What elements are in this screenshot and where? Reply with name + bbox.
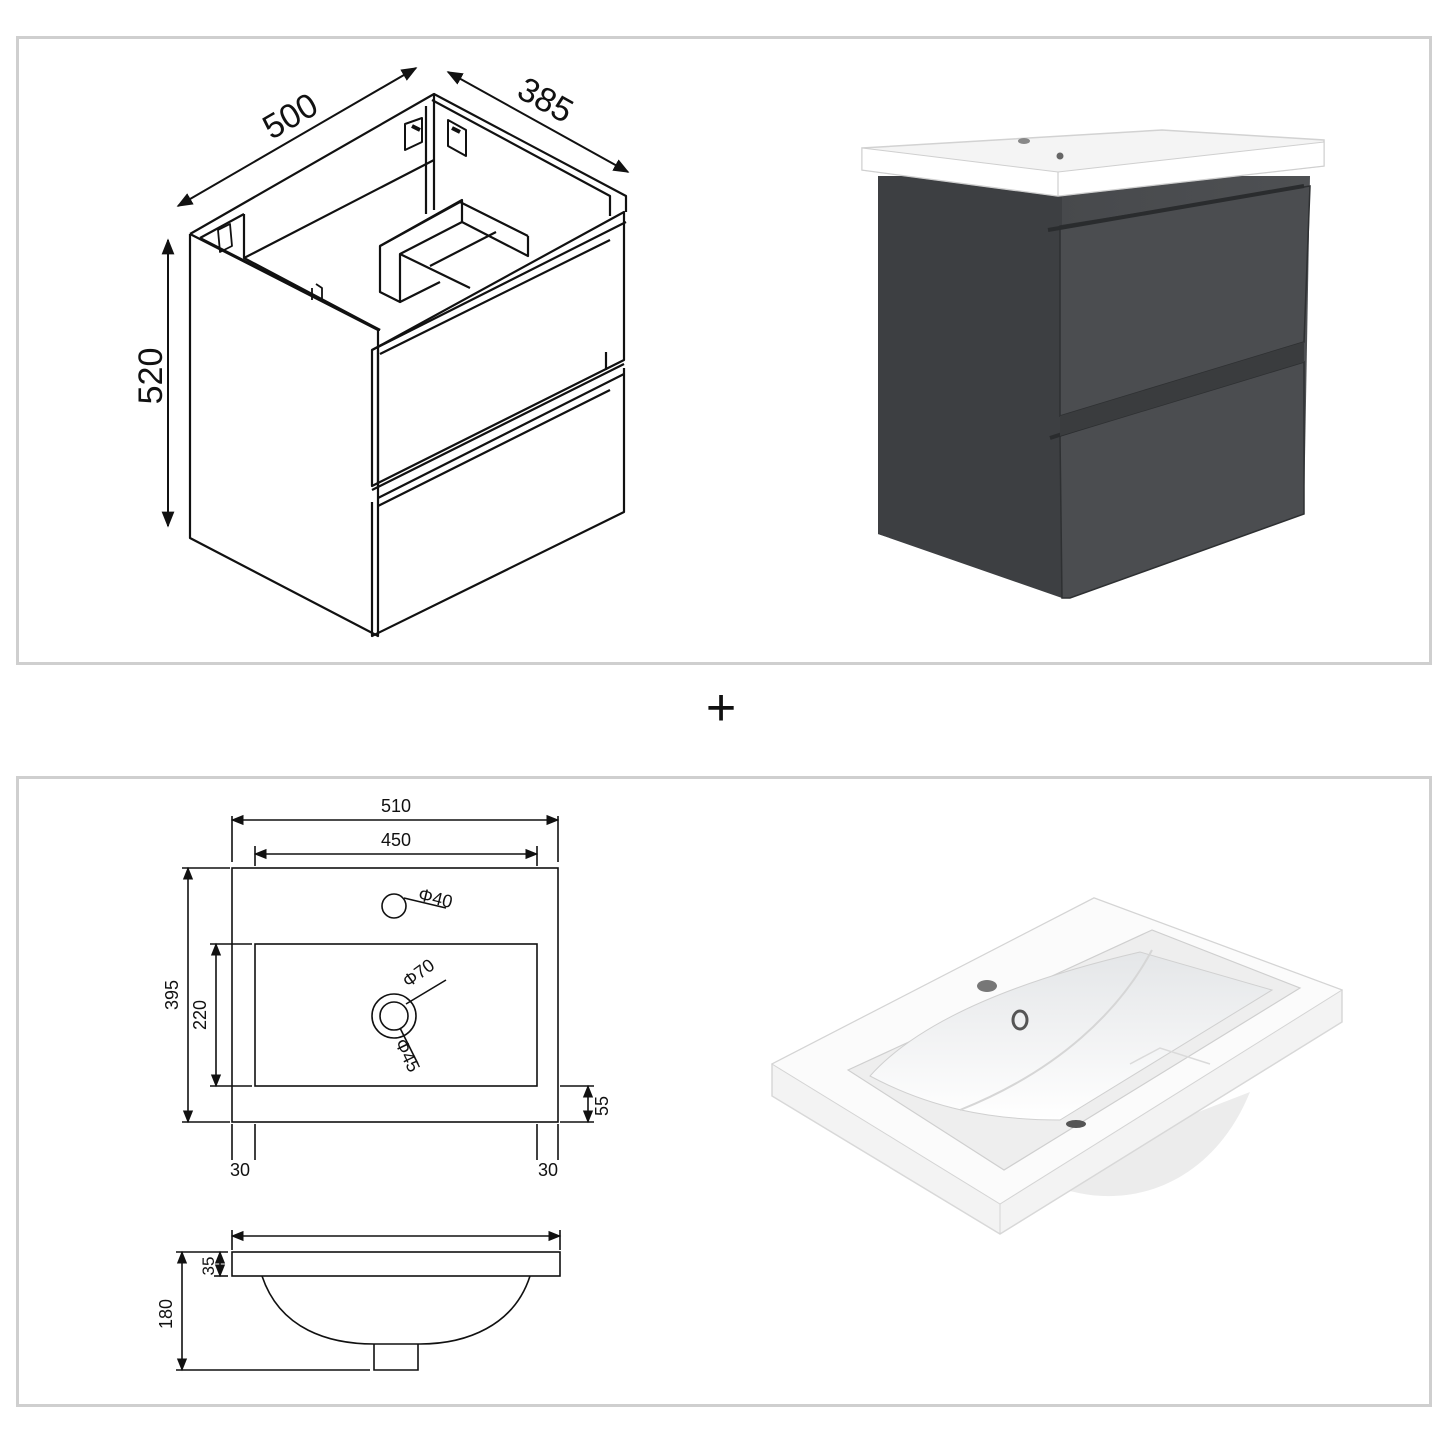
basin-inner-width-label: 450: [381, 830, 411, 850]
right-offset-label: 30: [538, 1160, 558, 1180]
basin-render: [770, 897, 1344, 1235]
drain-inner-label: Φ45: [391, 1036, 424, 1076]
basin-inner-depth-label: 220: [190, 1000, 210, 1030]
tap-hole-label: Φ40: [416, 884, 454, 912]
basin-top-view: [182, 814, 594, 1160]
drain-outer-label: Φ70: [399, 955, 439, 991]
cabinet-line-drawing: [188, 92, 628, 638]
cabinet-width-label: 500: [256, 86, 324, 147]
basin-side-view: [176, 1230, 562, 1372]
basin-overall-width-label: 510: [381, 796, 411, 816]
front-edge-label: 55: [592, 1096, 612, 1116]
cabinet-depth-label: 385: [511, 70, 579, 131]
total-height-label: 180: [156, 1299, 176, 1329]
left-offset-label: 30: [230, 1160, 250, 1180]
basin-overall-depth-label: 395: [162, 980, 182, 1010]
plus-separator: +: [706, 679, 736, 737]
cabinet-render: [861, 129, 1325, 599]
cabinet-height-label: 520: [132, 348, 170, 405]
rim-height-label: 35: [199, 1257, 218, 1276]
cabinet-dimension-lines: [161, 67, 630, 528]
